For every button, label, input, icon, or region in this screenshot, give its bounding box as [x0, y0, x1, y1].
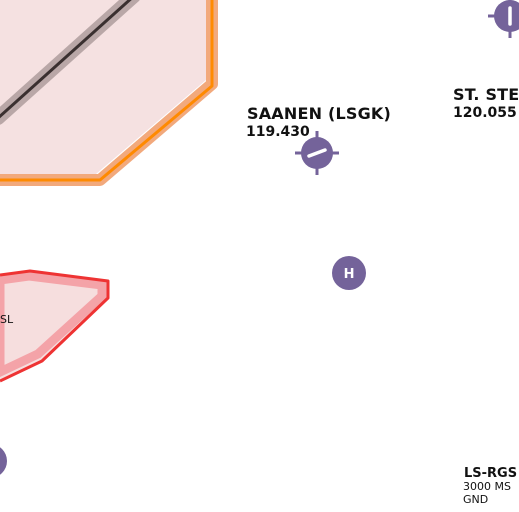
- airfield-icon-partial[interactable]: [488, 0, 519, 38]
- zone-upper-limit-label: 3000 MS: [463, 480, 511, 493]
- airspace-red-halo: [0, 271, 107, 377]
- heliport-icon[interactable]: H: [332, 256, 366, 290]
- saanen-name-label: SAANEN (LSGK): [247, 104, 392, 123]
- airfield-icon[interactable]: [295, 131, 339, 175]
- airspace-orange-border: [0, 0, 214, 182]
- airspace-orange-fill: [0, 0, 206, 174]
- airspace-red-fill: [0, 272, 108, 380]
- airspace-red-border: [0, 269, 110, 383]
- red-zone-label: SL: [0, 313, 14, 326]
- heliport-letter: H: [344, 267, 355, 282]
- airspace-orange-zone[interactable]: [0, 0, 218, 186]
- airfield-icon-partial-left[interactable]: [0, 444, 7, 478]
- route-line: [0, 0, 132, 119]
- st-ste-frequency-label: 120.055: [453, 105, 517, 121]
- st-ste-name-label: ST. STE: [453, 85, 519, 104]
- zone-lower-limit-label: GND: [463, 493, 489, 506]
- saanen-frequency-label: 119.430: [246, 124, 310, 140]
- zone-id-label: LS-RGS: [464, 466, 518, 481]
- airspace-red-zone[interactable]: [0, 269, 110, 383]
